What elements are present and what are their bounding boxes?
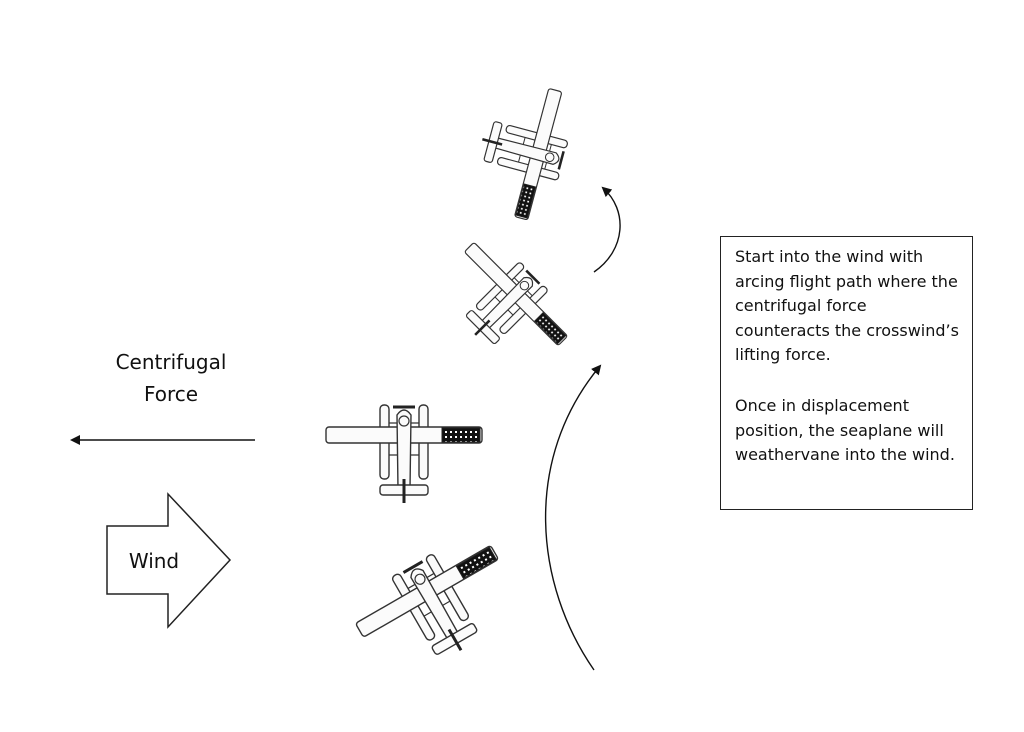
explanation-paragraph-1: Start into the wind with arcing flight p… [735, 247, 959, 365]
centrifugal-force-label: Centrifugal Force [100, 346, 242, 410]
seaplane-icon-top [463, 73, 582, 227]
wind-label: Wind [128, 549, 180, 573]
flight-path-arc-upper [593, 186, 621, 273]
centrifugal-force-text: Centrifugal Force [115, 350, 227, 406]
wind-arrow-icon [106, 492, 232, 629]
seaplane-icon-middle [324, 403, 484, 505]
explanation-paragraph-2: Once in displacement position, the seapl… [735, 395, 955, 465]
flight-path-arc-lower [544, 364, 602, 671]
seaplane-icon-third [426, 227, 583, 384]
explanation-box: Start into the wind with arcing flight p… [720, 236, 973, 510]
seaplane-icon-bottom [342, 524, 531, 691]
